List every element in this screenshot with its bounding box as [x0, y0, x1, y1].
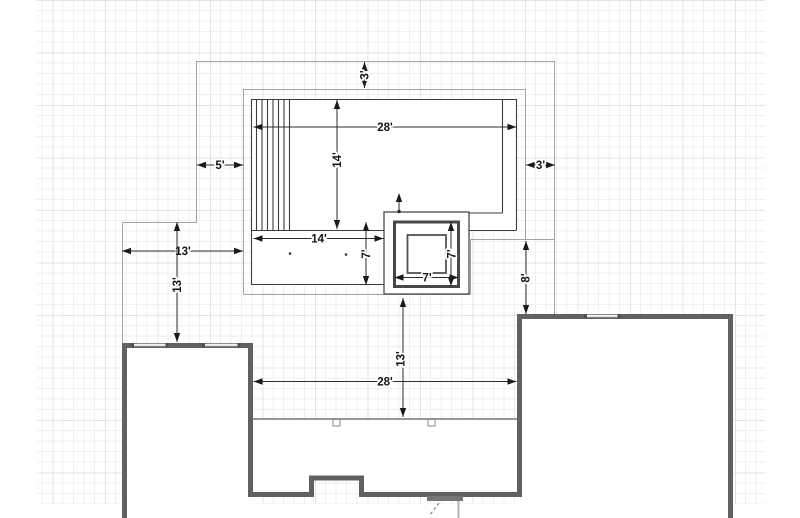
arrowhead-up-icon	[173, 222, 181, 231]
dim-label-hot-tub-depth: 7'	[447, 249, 459, 258]
arrowhead-right-icon	[234, 247, 243, 255]
hot-tub-middle	[393, 220, 460, 288]
arrowhead-down-icon	[522, 305, 530, 314]
dimension-left-offset[interactable]: 5'	[197, 158, 243, 174]
hot-tub-shape[interactable]	[383, 193, 470, 295]
door-marker	[427, 496, 463, 501]
inner-boundary-path	[243, 89, 555, 295]
post-dot	[344, 253, 348, 256]
dimension-house-span[interactable]: 28'	[253, 375, 517, 390]
dimension-patio-depth[interactable]: 13'	[394, 298, 409, 417]
arrowhead-right-icon	[507, 378, 517, 385]
dimension-house-gap[interactable]: 8'	[519, 241, 534, 314]
column-marker	[332, 419, 341, 427]
window-tick	[131, 343, 134, 348]
deck-stairs	[255, 99, 291, 231]
left-room-fill	[122, 343, 253, 518]
dim-label-walkway-width: 14'	[311, 234, 327, 246]
arrowhead-right-icon	[234, 161, 243, 169]
window-tick	[202, 343, 205, 348]
dimension-hot-tub-width[interactable]: 7'	[394, 271, 459, 286]
window-marker	[132, 343, 168, 347]
dim-label-side-setback-depth: 13'	[172, 277, 184, 293]
arrowhead-up-icon	[362, 222, 370, 231]
bottom-wall-with-notch	[248, 475, 520, 497]
arrowhead-left-icon	[526, 161, 535, 169]
right-house-walls	[517, 314, 733, 518]
dimension-walkway-depth[interactable]: 7'	[359, 222, 375, 285]
arrowhead-down-icon	[399, 408, 407, 417]
arrowhead-up-icon	[522, 241, 530, 250]
arrowhead-down-icon	[361, 79, 368, 88]
dimension-walkway-width[interactable]: 14'	[253, 232, 384, 247]
dim-label-top-offset: 3'	[360, 70, 372, 79]
arrowhead-up-icon	[361, 62, 368, 71]
window-tick	[237, 343, 241, 348]
hot-tub-outer	[383, 211, 470, 295]
arrowhead-left-icon	[122, 247, 131, 255]
marker-dot	[397, 209, 401, 214]
dim-label-walkway-depth: 7'	[361, 249, 373, 258]
arrowhead-up-icon	[333, 100, 341, 109]
marker-arrow-icon	[395, 193, 403, 202]
window-tick	[584, 314, 587, 319]
dim-label-house-gap: 8'	[521, 273, 533, 282]
dim-label-hot-tub-width: 7'	[422, 273, 431, 285]
dimension-deck-depth[interactable]: 14'	[330, 100, 346, 229]
dimension-deck-width[interactable]: 28'	[253, 120, 517, 136]
middle-room-fill	[250, 419, 517, 496]
post-dot	[288, 252, 292, 255]
house-shape[interactable]	[122, 314, 733, 518]
arrowhead-right-icon	[546, 161, 555, 169]
arrowhead-left-icon	[253, 123, 263, 131]
entry-notch	[314, 480, 359, 497]
arrowhead-right-icon	[449, 274, 459, 281]
deck-outline	[250, 98, 518, 286]
arrowhead-down-icon	[362, 276, 370, 285]
dimension-top-offset[interactable]: 3'	[358, 62, 373, 88]
outer-boundary-path	[122, 61, 555, 343]
left-house-walls	[122, 343, 253, 518]
dim-label-patio-depth: 13'	[396, 351, 408, 367]
dimension-side-setback-width[interactable]: 13'	[122, 244, 243, 260]
dim-label-house-span: 28'	[377, 377, 393, 389]
arrowhead-left-icon	[253, 235, 263, 242]
door-swing-dashed	[428, 502, 440, 517]
window-marker	[585, 314, 620, 318]
window-marker	[203, 343, 240, 347]
dimension-right-offset[interactable]: 3'	[526, 158, 555, 174]
dim-label-right-offset: 3'	[536, 160, 545, 172]
arrowhead-left-icon	[394, 274, 404, 281]
arrowhead-right-icon	[507, 123, 517, 131]
dimension-side-setback-depth[interactable]: 13'	[170, 222, 186, 342]
arrowhead-up-icon	[447, 222, 455, 231]
dim-label-deck-depth: 14'	[332, 152, 344, 168]
column-marker	[427, 419, 436, 427]
right-room-fill	[517, 314, 733, 518]
arrowhead-right-icon	[374, 235, 384, 242]
boundary-outline[interactable]	[122, 61, 555, 344]
dim-label-deck-width: 28'	[377, 122, 393, 134]
dim-label-side-setback-width: 13'	[175, 246, 191, 258]
arrowhead-down-icon	[173, 333, 181, 342]
arrowhead-left-icon	[253, 378, 263, 385]
arrowhead-down-icon	[333, 220, 341, 229]
hot-tub-inner	[406, 234, 447, 274]
window-tick	[617, 314, 621, 319]
dim-label-left-offset: 5'	[215, 160, 224, 172]
arrowhead-up-icon	[399, 298, 407, 307]
window-tick	[165, 343, 169, 348]
arrowhead-left-icon	[197, 161, 206, 169]
